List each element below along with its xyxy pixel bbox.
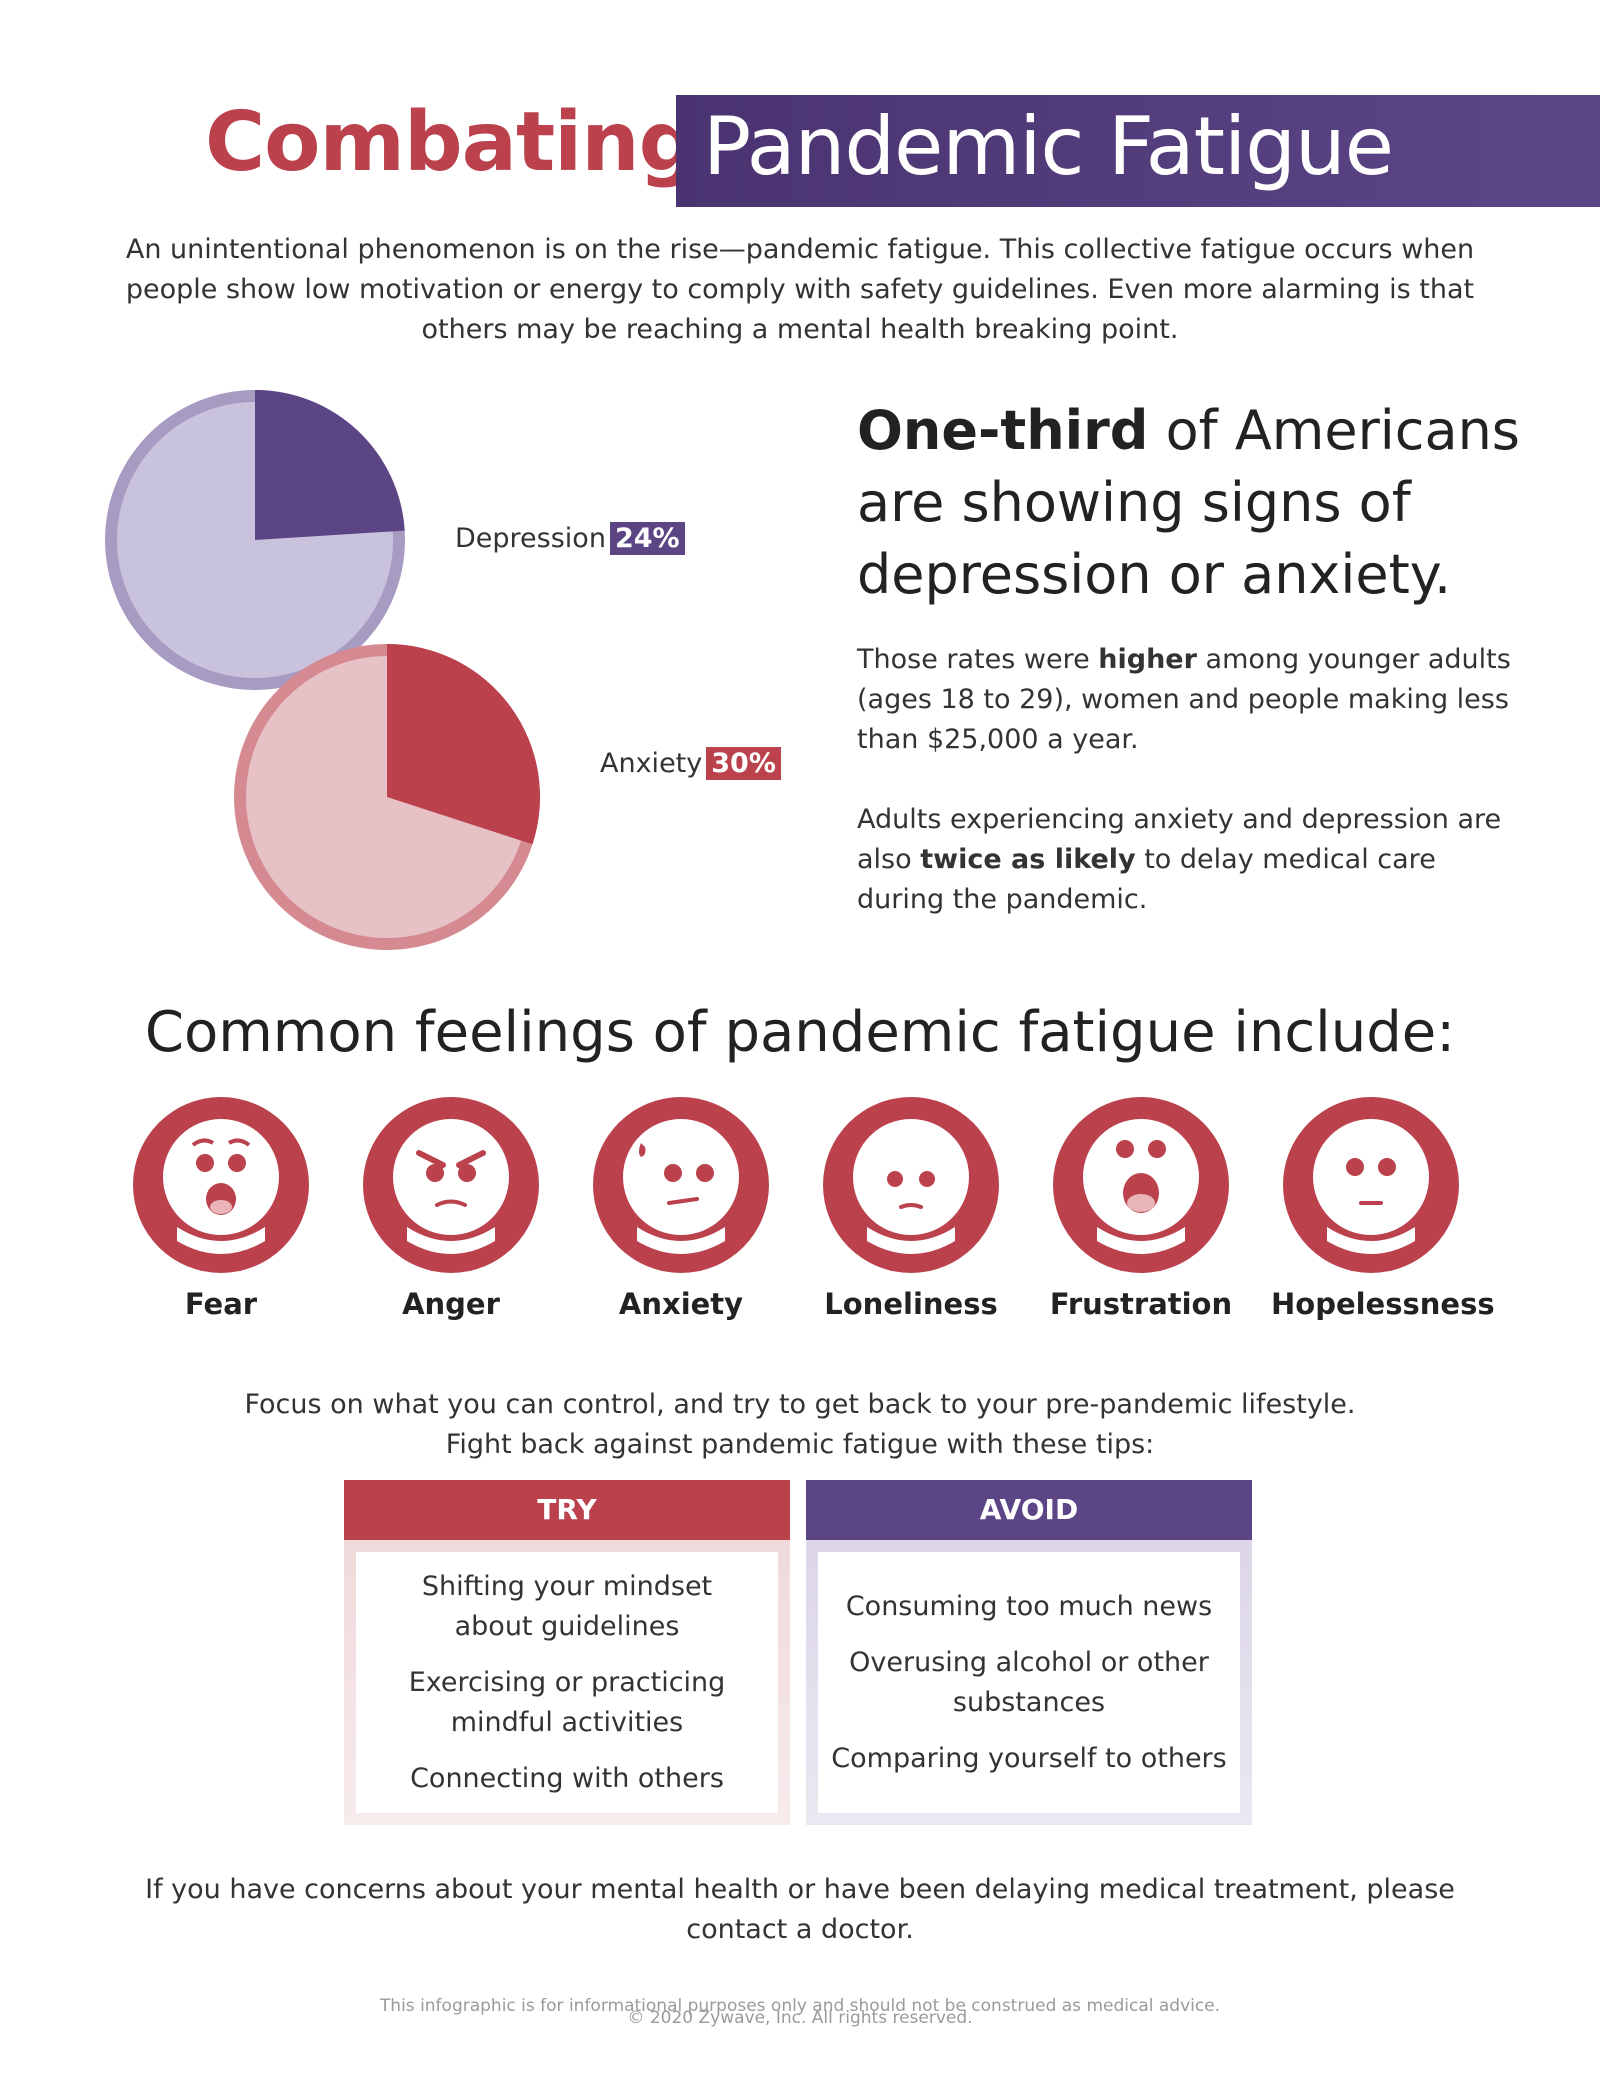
loneliness-face-icon — [823, 1097, 999, 1273]
para1-before: Those rates were — [857, 644, 1099, 675]
delay-care-paragraph: Adults experiencing anxiety and depressi… — [857, 800, 1517, 920]
feeling-loneliness: Loneliness — [811, 1095, 1011, 1321]
higher-rates-paragraph: Those rates were higher among younger ad… — [857, 640, 1517, 760]
feeling-label: Frustration — [1049, 1287, 1233, 1321]
anxiety-face-icon — [593, 1097, 769, 1273]
try-body: Shifting your mindset about guidelines E… — [344, 1540, 790, 1825]
anxiety-label-text: Anxiety — [600, 748, 703, 779]
feeling-label: Hopelessness — [1271, 1287, 1495, 1321]
feeling-label: Fear — [184, 1287, 258, 1321]
title-combating: Combating — [205, 95, 697, 190]
focus-tips-intro: Focus on what you can control, and try t… — [100, 1385, 1500, 1465]
try-item: Connecting with others — [410, 1762, 724, 1794]
hopelessness-face-icon — [1283, 1097, 1459, 1273]
one-third-headline: One-third of Americans are showing signs… — [857, 395, 1557, 611]
avoid-item: Consuming too much news — [845, 1590, 1213, 1622]
focus-line-2: Fight back against pandemic fatigue with… — [445, 1429, 1155, 1460]
avoid-body: Consuming too much news Overusing alcoho… — [806, 1540, 1252, 1825]
depression-label-text: Depression — [455, 523, 606, 554]
title-pandemic-fatigue: Pandemic Fatigue — [703, 100, 1394, 193]
para2-before: Adults experiencing anxiety and depressi… — [857, 804, 1502, 875]
depression-pie-slice — [255, 390, 405, 540]
feeling-anger: Anger — [351, 1095, 551, 1321]
try-item: Shifting your mindset about guidelines — [421, 1570, 713, 1642]
feeling-frustration: Frustration — [1041, 1095, 1241, 1321]
try-header: TRY — [344, 1480, 790, 1540]
anxiety-pie — [234, 644, 540, 950]
try-list: Shifting your mindset about guidelines E… — [356, 1552, 778, 1813]
frustration-face-icon — [1053, 1097, 1229, 1273]
anxiety-percent-badge: 30% — [706, 747, 781, 780]
stats-pie-charts — [105, 390, 540, 950]
disclaimer: This infographic is for informational pu… — [379, 1996, 1221, 2016]
focus-line-1: Focus on what you can control, and try t… — [244, 1389, 1356, 1420]
feeling-label: Loneliness — [824, 1287, 998, 1321]
closing-message: If you have concerns about your mental h… — [145, 1874, 1455, 1945]
headline-rest: of Americans are showing signs of depres… — [857, 399, 1520, 606]
feeling-anxiety: Anxiety — [581, 1095, 781, 1321]
copyright: © 2020 Zywave, Inc. All rights reserved. — [627, 2008, 973, 2028]
try-box: TRY Shifting your mindset about guidelin… — [344, 1480, 790, 1825]
avoid-item: Overusing alcohol or other substances — [849, 1646, 1209, 1718]
fear-face-icon — [133, 1097, 309, 1273]
depression-pie — [105, 390, 405, 690]
para1-bold: higher — [1098, 644, 1197, 675]
intro-paragraph: An unintentional phenomenon is on the ri… — [125, 234, 1475, 345]
depression-percent-badge: 24% — [609, 522, 685, 555]
try-item: Exercising or practicing mindful activit… — [408, 1666, 726, 1738]
anger-face-icon — [363, 1097, 539, 1273]
feeling-label: Anxiety — [618, 1287, 744, 1321]
avoid-box: AVOID Consuming too much news Overusing … — [806, 1480, 1252, 1825]
feeling-label: Anger — [402, 1287, 500, 1321]
avoid-list: Consuming too much news Overusing alcoho… — [818, 1552, 1240, 1813]
title-banner — [676, 95, 1600, 207]
feelings-heading: Common feelings of pandemic fatigue incl… — [144, 1000, 1456, 1065]
feeling-hopelessness: Hopelessness — [1271, 1095, 1495, 1321]
para1-after: among younger adults (ages 18 to 29), wo… — [857, 644, 1511, 755]
feeling-fear: Fear — [121, 1095, 321, 1321]
para2-after: to delay medical care during the pandemi… — [857, 844, 1436, 915]
avoid-item: Comparing yourself to others — [831, 1742, 1227, 1774]
avoid-header: AVOID — [806, 1480, 1252, 1540]
anxiety-pie-slice — [387, 644, 540, 845]
headline-bold: One-third — [857, 399, 1149, 462]
para2-bold: twice as likely — [920, 844, 1136, 875]
